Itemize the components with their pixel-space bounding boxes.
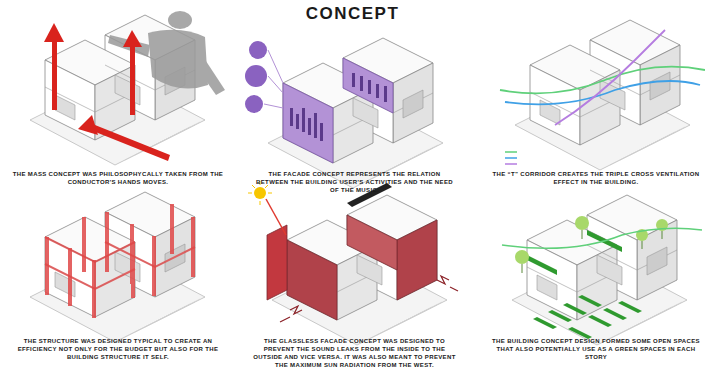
concept-caption: THE BUILDING CONCEPT DESIGN FORMED SOME … bbox=[492, 337, 700, 361]
concept-caption: THE STRUCTURE WAS DESIGNED TYPICAL TO CR… bbox=[12, 337, 224, 361]
diagram-title: CONCEPT bbox=[250, 4, 455, 24]
concept-caption: THE “T” CORRIDOR CREATES THE TRIPLE CROS… bbox=[492, 170, 700, 186]
concept-caption: THE MASS CONCEPT WAS PHILOSOPHYCALLY TAK… bbox=[12, 170, 224, 186]
concept-caption: THE GLASSLESS FACADE CONCEPT WAS DESIGNE… bbox=[252, 337, 457, 369]
concept-caption: THE FACADE CONCEPT REPRESENTS THE RELATI… bbox=[252, 170, 457, 194]
